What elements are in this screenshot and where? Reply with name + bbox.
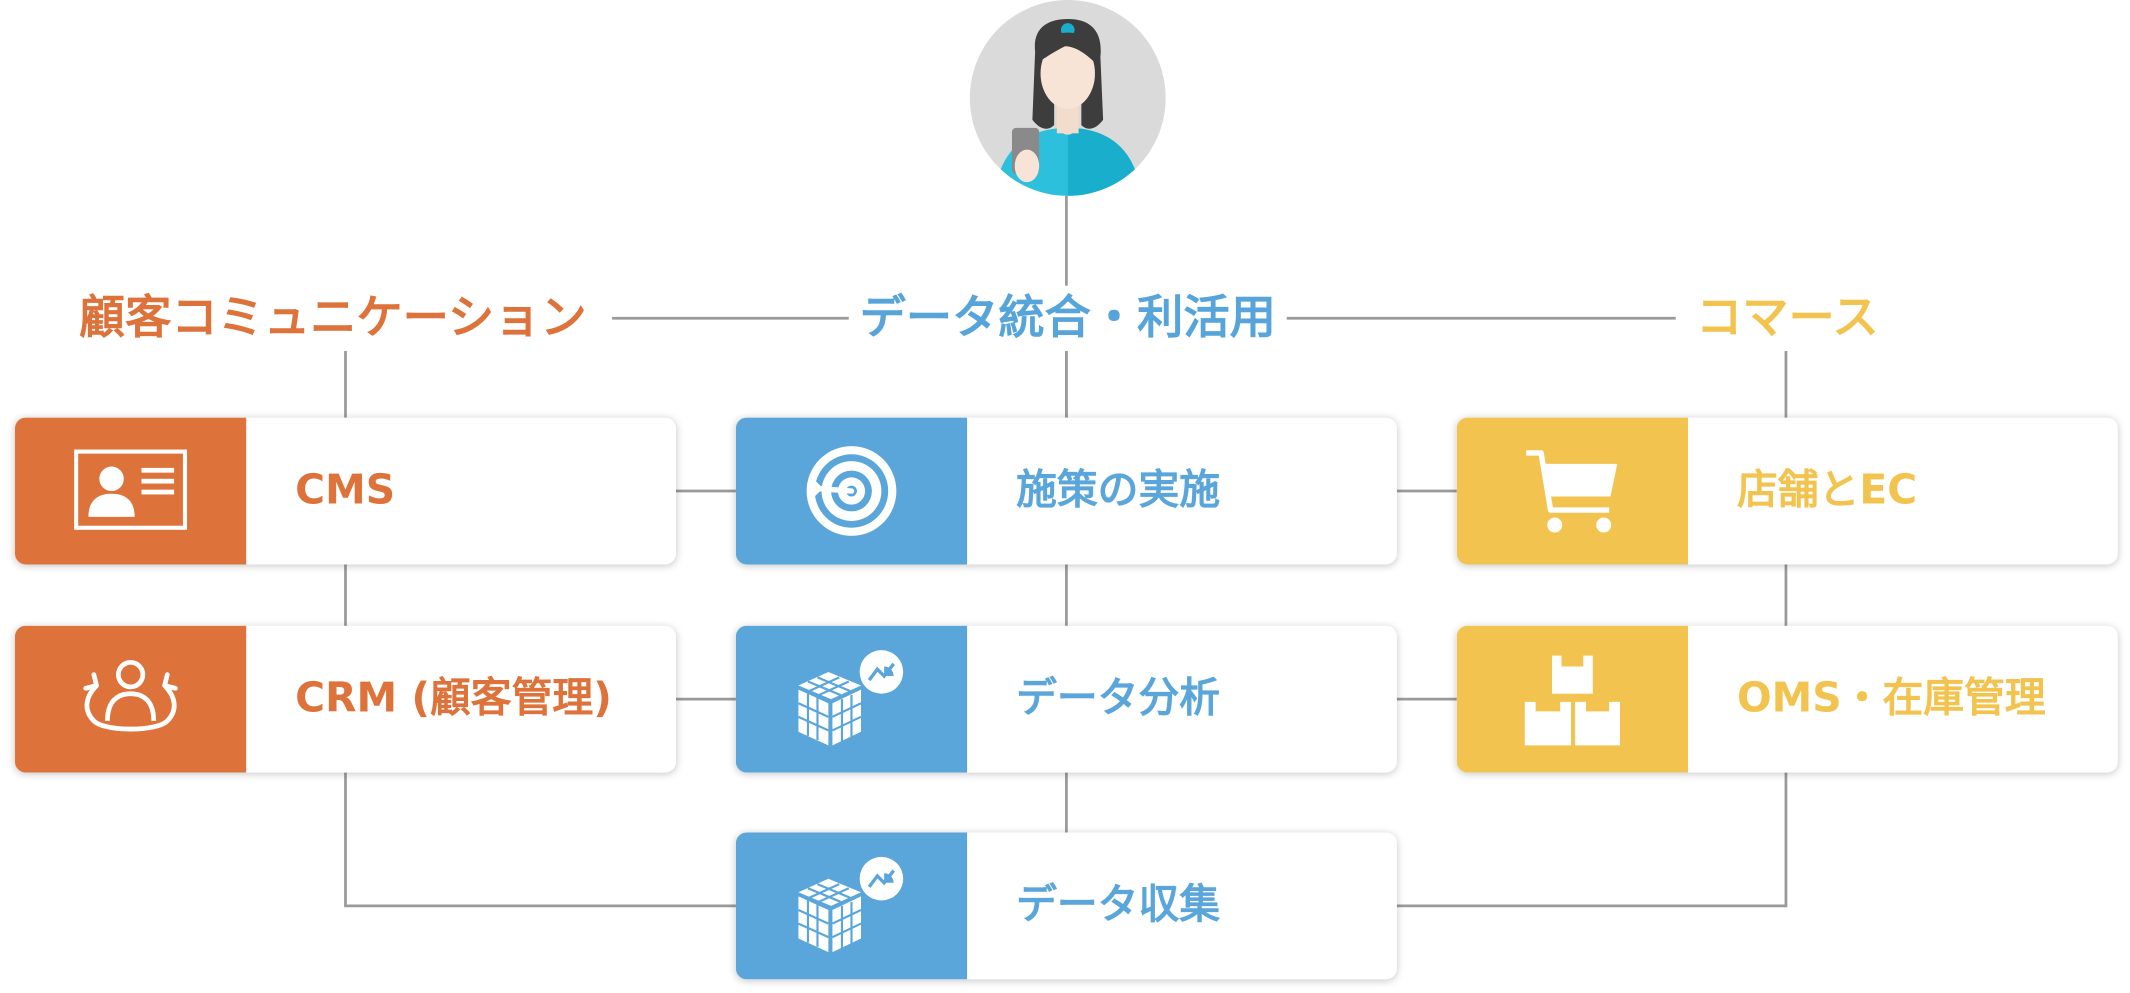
card-measure-execution[interactable]: 施策の実施 [735, 417, 1397, 565]
data-cube-chart-icon [797, 856, 904, 953]
card-icon-box [1456, 417, 1689, 565]
column-title-commerce: コマース [1692, 285, 1883, 351]
card-icon-box [735, 832, 968, 980]
card-label: 店舗とEC [1736, 466, 1918, 515]
card-oms-inventory[interactable]: OMS・在庫管理 [1456, 625, 2118, 773]
customer-cycle-icon [83, 660, 178, 732]
card-label: データ分析 [1016, 674, 1221, 723]
card-store-and-ec[interactable]: 店舗とEC [1456, 417, 2118, 565]
card-cms[interactable]: CMS [14, 417, 677, 565]
card-label: 施策の実施 [1016, 466, 1221, 515]
card-data-analysis[interactable]: データ分析 [735, 625, 1397, 773]
shopping-cart-icon [1526, 450, 1618, 533]
stacked-boxes-icon [1524, 655, 1620, 746]
card-icon-box [735, 625, 968, 773]
card-icon-box [735, 417, 968, 565]
card-label: CMS [295, 466, 396, 515]
card-label: OMS・在庫管理 [1736, 674, 2046, 723]
woman-with-smartphone-avatar [969, 0, 1166, 196]
column-title-customer-communication: 顧客コミュニケーション [78, 285, 613, 351]
card-label: CRM (顧客管理) [295, 674, 612, 723]
card-crm[interactable]: CRM (顧客管理) [14, 625, 677, 773]
card-icon-box [1456, 625, 1689, 773]
card-icon-box [14, 625, 247, 773]
data-cube-chart-icon [797, 650, 904, 746]
column-title-data-integration: データ統合・利活用 [848, 285, 1287, 351]
card-label: データ収集 [1016, 881, 1221, 930]
target-icon [806, 446, 897, 536]
contact-card-icon [74, 449, 188, 530]
card-data-collection[interactable]: データ収集 [735, 832, 1397, 980]
card-icon-box [14, 417, 247, 565]
